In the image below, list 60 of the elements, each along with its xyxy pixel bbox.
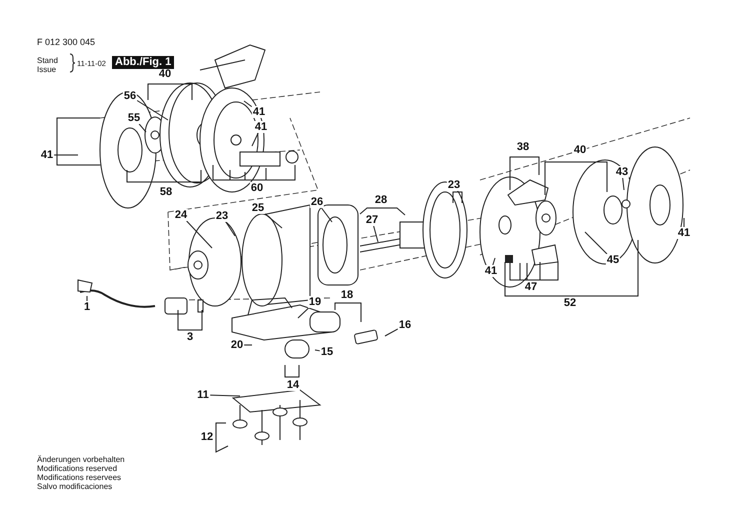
leader-line	[54, 154, 78, 156]
callout-number: 45	[606, 254, 620, 266]
note-text: Stand	[37, 57, 58, 65]
callout-number: 43	[614, 166, 630, 178]
callout-number: 15	[320, 346, 334, 358]
callout-number: 40	[572, 144, 588, 156]
callout-number: 27	[364, 214, 380, 226]
callout-number: 11	[196, 389, 210, 401]
callout-number: 41	[484, 265, 498, 277]
callout-number: 12	[200, 431, 214, 443]
leader-line	[244, 100, 252, 108]
callout-number: 40	[158, 68, 172, 80]
callout-number: 38	[516, 141, 530, 153]
callout-number: 19	[308, 296, 322, 308]
leader-line	[136, 100, 168, 120]
part-number: F 012 300 045	[37, 38, 96, 47]
leader-line	[492, 258, 496, 266]
leader-line	[252, 132, 259, 146]
callout-number: 25	[250, 202, 266, 214]
callout-number: 1	[82, 301, 92, 313]
callout-number: 18	[340, 289, 354, 301]
leader-line	[138, 124, 146, 132]
leader-line	[373, 226, 378, 242]
note-text: Änderungen vorbehalten	[37, 456, 125, 464]
note-text: Salvo modificaciones	[37, 483, 112, 491]
callout-number: 23	[446, 179, 462, 191]
leader-line	[321, 208, 332, 222]
leader-line	[209, 394, 240, 396]
note-text: Issue	[37, 66, 56, 74]
note-text: Modifications reserved	[37, 465, 118, 473]
callout-number: 3	[186, 331, 194, 343]
leader-line	[584, 232, 608, 254]
leader-line	[186, 220, 212, 248]
callout-number: 26	[310, 196, 324, 208]
note-text: Modifications reservees	[37, 474, 122, 482]
callout-number: 55	[126, 112, 142, 124]
callout-number: 28	[374, 194, 388, 206]
callout-number: 41	[676, 227, 692, 239]
callout-number: 14	[286, 379, 300, 391]
callout-number: 16	[398, 319, 412, 331]
callout-number: 52	[562, 297, 578, 309]
leader-line	[264, 213, 282, 228]
callout-number: 41	[40, 149, 54, 161]
figure-tag: Abb./Fig. 1	[112, 56, 174, 69]
callout-number: 58	[158, 186, 174, 198]
callout-number: 41	[254, 121, 268, 133]
callout-number: 56	[122, 90, 138, 102]
callout-number: 24	[174, 209, 188, 221]
leader-line	[298, 308, 310, 318]
leader-line	[225, 222, 236, 236]
callout-number: 23	[214, 210, 230, 222]
callout-number: 41	[252, 106, 266, 118]
leader-line	[384, 328, 398, 336]
callout-number: 47	[524, 281, 538, 293]
leader-line	[244, 344, 252, 346]
callout-number: 60	[250, 182, 264, 194]
leader-line	[622, 178, 624, 190]
leader-line	[86, 296, 88, 302]
callout-number: 20	[230, 339, 244, 351]
leader-line	[314, 350, 320, 352]
